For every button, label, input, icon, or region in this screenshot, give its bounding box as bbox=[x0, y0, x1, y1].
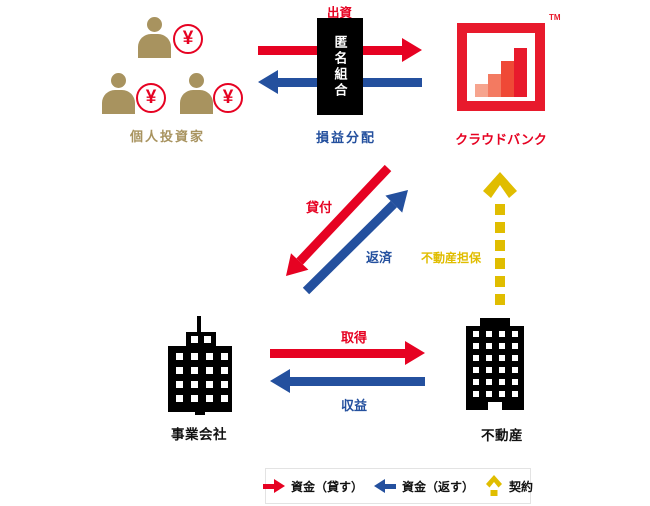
legend-label-contract: 契約 bbox=[509, 479, 534, 494]
partnership-box-label: 匿名組合 bbox=[332, 34, 348, 99]
blue-left-arrow-icon bbox=[374, 479, 396, 493]
logo-bar-3 bbox=[501, 61, 514, 97]
yellow-up-arrow-icon bbox=[486, 475, 503, 496]
office-building-icon bbox=[168, 316, 232, 415]
legend-box: 資金（貸す） 資金（返す） 契約 bbox=[262, 468, 533, 504]
repayment-label: 返済 bbox=[366, 250, 393, 265]
red-right-arrow-icon bbox=[262, 479, 285, 493]
investment-label: 出資 bbox=[327, 6, 353, 20]
legend-item-return: 資金（返す） bbox=[374, 478, 474, 495]
trademark-label: TM bbox=[549, 13, 561, 22]
yen-badge-icon: ¥ bbox=[213, 83, 243, 113]
legend-label-lend: 資金（貸す） bbox=[290, 479, 363, 494]
person-head bbox=[111, 73, 126, 88]
yen-badge-icon: ¥ bbox=[136, 83, 166, 113]
person-torso bbox=[180, 90, 213, 114]
loan-repayment-arrows bbox=[286, 164, 408, 295]
yen-symbol: ¥ bbox=[145, 87, 157, 108]
person-icon bbox=[138, 17, 171, 58]
collateral-dashed-up-arrow-icon bbox=[483, 172, 517, 305]
person-head bbox=[189, 73, 204, 88]
arrow-shaft bbox=[262, 483, 274, 489]
person-head bbox=[147, 17, 162, 32]
person-icon bbox=[180, 73, 213, 114]
crowdbank-bar-chart-logo bbox=[457, 23, 545, 111]
investors-label: 個人投資家 bbox=[130, 129, 206, 144]
logo-bar-1 bbox=[475, 84, 488, 97]
person-torso bbox=[138, 34, 171, 58]
collateral-label: 不動産担保 bbox=[421, 251, 482, 265]
company-label: 事業会社 bbox=[171, 427, 227, 442]
income-label: 収益 bbox=[341, 398, 368, 413]
arrow-head-right-icon bbox=[405, 341, 425, 365]
arrow-shaft bbox=[270, 348, 405, 358]
legend-item-lend: 資金（貸す） bbox=[262, 478, 363, 495]
arrow-head-left-icon bbox=[258, 70, 278, 94]
tower-building-icon bbox=[466, 318, 524, 410]
loan-label: 貸付 bbox=[306, 200, 333, 215]
legend-item-contract: 契約 bbox=[485, 475, 533, 497]
acquisition-label: 取得 bbox=[341, 330, 368, 345]
anonymous-partnership-box: 匿名組合 bbox=[317, 18, 363, 115]
crowdbank-brand-label: クラウドバンク bbox=[455, 132, 547, 147]
arrow-head-right-icon bbox=[273, 479, 285, 493]
arrow-head-left-icon bbox=[270, 369, 290, 393]
yen-badge-icon: ¥ bbox=[173, 24, 203, 54]
acquisition-arrow bbox=[270, 341, 425, 365]
yen-symbol: ¥ bbox=[222, 87, 234, 108]
arrow-head-left-icon bbox=[374, 479, 385, 493]
property-label: 不動産 bbox=[481, 428, 523, 443]
income-arrow bbox=[270, 369, 425, 393]
yen-symbol: ¥ bbox=[182, 28, 194, 49]
person-torso bbox=[102, 90, 135, 114]
arrow-shaft bbox=[385, 483, 396, 489]
logo-bar-4 bbox=[514, 48, 527, 97]
arrow-head-right-icon bbox=[402, 38, 422, 62]
logo-bar-2 bbox=[488, 74, 501, 97]
legend-label-return: 資金（返す） bbox=[402, 479, 475, 494]
person-icon bbox=[102, 73, 135, 114]
distribution-label: 損益分配 bbox=[316, 130, 377, 145]
arrow-shaft bbox=[290, 376, 425, 386]
